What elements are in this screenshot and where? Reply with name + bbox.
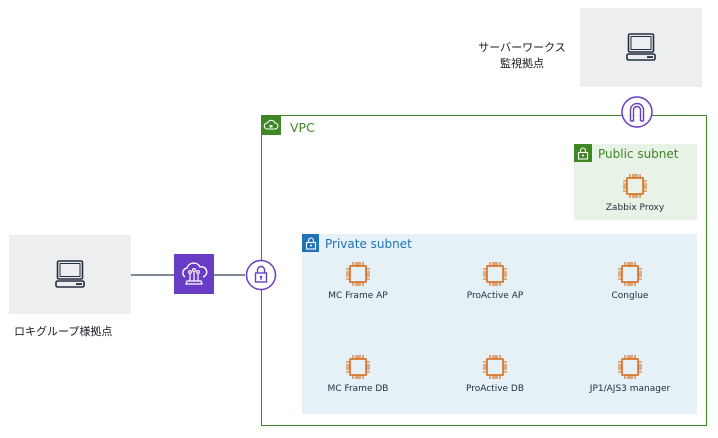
log-group-site-label: ロキグループ様拠点 [14,325,113,338]
private-subnet-title: Private subnet [325,237,412,251]
ec2-node-proactive-ap[interactable]: ProActive AP [435,261,555,301]
site-to-site-vpn-node[interactable] [174,254,214,294]
connection-line [214,274,245,276]
vpc-cloud-icon [263,119,279,130]
node-label: ProActive AP [466,291,524,301]
vpc-badge [261,115,281,135]
ec2-instance-icon [346,355,370,379]
client-computer-icon [55,260,85,288]
ec2-instance-icon [623,174,647,198]
internet-gateway-icon[interactable] [620,95,654,129]
ec2-node-zabbix-proxy[interactable]: Zabbix Proxy [575,173,695,213]
private-subnet-badge [302,234,319,252]
public-subnet-badge [574,144,592,162]
public-subnet-group[interactable]: Public subnet Zabbix Proxy [574,144,697,220]
node-label: Conglue [611,291,649,301]
ec2-node-mc-frame-ap[interactable]: MC Frame AP [298,261,418,301]
site-to-site-vpn-icon [182,262,208,285]
vpc-title: VPC [290,120,315,135]
monitoring-site-label-line1: サーバーワークス [478,41,566,54]
monitoring-site-box[interactable] [580,8,702,87]
ec2-node-jp1-ajs3-manager[interactable]: JP1/AJS3 manager [570,354,690,394]
lock-icon [305,236,316,250]
ec2-instance-icon [483,355,507,379]
ec2-node-conglue[interactable]: Conglue [570,261,690,301]
connection-line [131,274,174,276]
public-subnet-title: Public subnet [598,147,679,161]
ec2-instance-icon [618,355,642,379]
ec2-instance-icon [346,262,370,286]
node-label: ProActive DB [465,384,525,394]
monitoring-site-label: サーバーワークス 監視拠点 [470,40,574,72]
ec2-node-proactive-db[interactable]: ProActive DB [435,354,555,394]
client-computer-icon [626,33,656,61]
ec2-instance-icon [483,262,507,286]
private-subnet-group[interactable]: Private subnet MC Frame AP ProActive AP … [302,234,697,414]
node-label: MC Frame AP [328,291,388,301]
node-label: Zabbix Proxy [605,203,665,213]
node-label: MC Frame DB [327,384,389,394]
virtual-private-gateway-icon[interactable] [245,259,277,291]
log-group-site-box[interactable] [9,235,131,314]
ec2-instance-icon [618,262,642,286]
lock-icon [577,146,589,160]
node-label: JP1/AJS3 manager [589,384,671,394]
monitoring-site-label-line2: 監視拠点 [500,57,544,70]
ec2-node-mc-frame-db[interactable]: MC Frame DB [298,354,418,394]
